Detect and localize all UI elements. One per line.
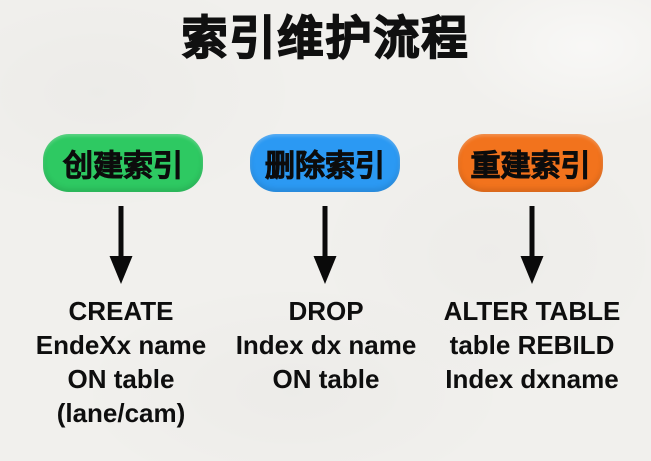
code-block-create: CREATE EndeXx name ON table (lane/cam) (6, 294, 236, 430)
code-block-rebuild: ALTER TABLE table REBILD Index dxname (417, 294, 647, 396)
code-line: ALTER TABLE (443, 296, 621, 326)
flow-node-label: 重建索引 (470, 150, 591, 184)
flow-node-label: 删除索引 (265, 150, 386, 184)
down-arrow-icon (313, 206, 337, 284)
page-title: 索引维护流程 (181, 11, 470, 65)
flow-node-label: 创建索引 (63, 150, 184, 184)
code-block-drop: DROP Index dx name ON table (211, 294, 441, 396)
code-line: CREATE (68, 296, 174, 326)
flow-node-rebuild-index: 重建索引 (458, 134, 603, 192)
code-line: DROP (288, 296, 364, 326)
flow-node-delete-index: 删除索引 (250, 134, 400, 192)
flow-node-create-index: 创建索引 (43, 134, 203, 192)
code-line: Index dx name (235, 330, 417, 360)
code-line: ON table (272, 364, 380, 394)
down-arrow-icon (109, 206, 133, 284)
down-arrow-icon (520, 206, 544, 284)
code-line: (lane/cam) (56, 398, 186, 428)
code-line: Index dxname (445, 364, 619, 394)
code-line: table REBILD (449, 330, 615, 360)
code-line: ON table (67, 364, 175, 394)
code-line: EndeXx name (35, 330, 207, 360)
